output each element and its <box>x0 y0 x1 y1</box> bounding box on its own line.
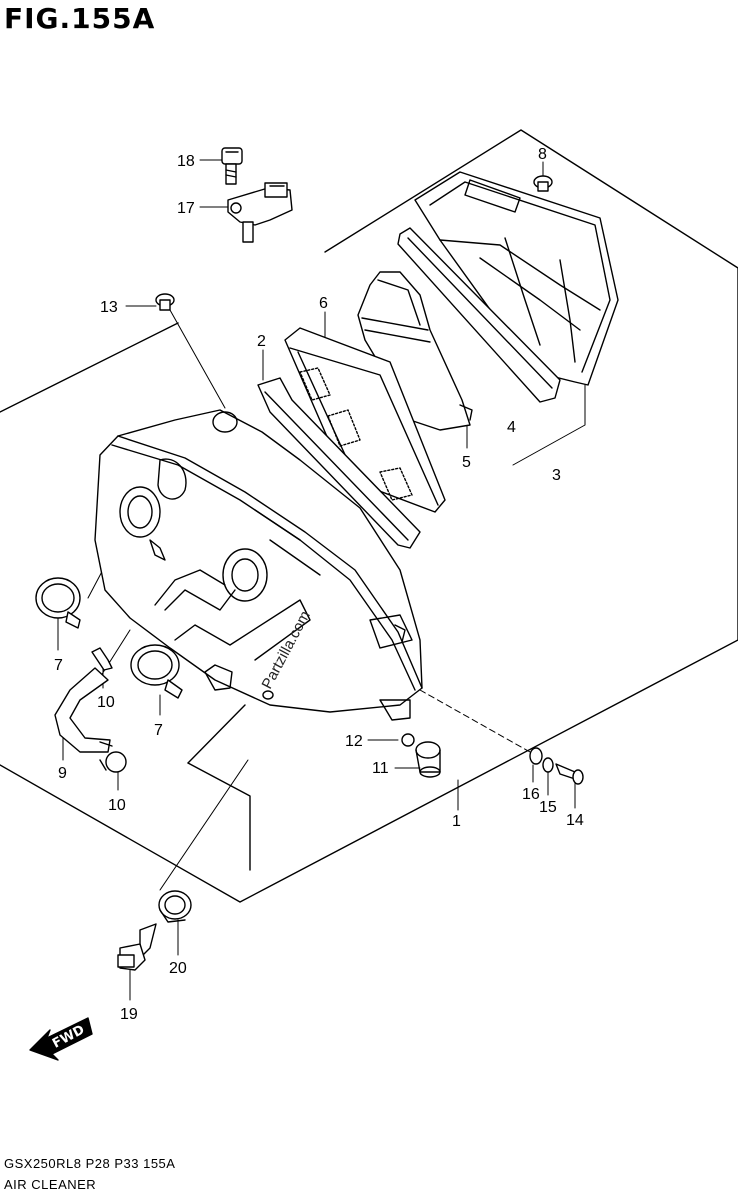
callout-10-lower: 10 <box>108 797 126 814</box>
leader-line <box>512 384 586 466</box>
air-cleaner-cap-3 <box>414 171 619 386</box>
callout-13: 13 <box>100 299 118 316</box>
bolt-14 <box>555 763 584 785</box>
callout-5: 5 <box>462 454 471 471</box>
bolt-18-icon <box>221 147 243 185</box>
filter-seal-2 <box>257 377 421 549</box>
drain-hose-9 <box>54 667 113 753</box>
assembly-boundary-line <box>187 704 246 764</box>
drain-plug-11 <box>415 741 441 778</box>
grommet-20 <box>158 890 192 923</box>
callout-6: 6 <box>319 295 328 312</box>
callout-8: 8 <box>538 146 547 163</box>
clamp-7-lower <box>130 644 183 699</box>
washer-15 <box>542 757 554 773</box>
callout-17: 17 <box>177 200 195 217</box>
screw-8-icon <box>533 175 553 192</box>
callout-9: 9 <box>58 765 67 782</box>
callout-2: 2 <box>257 333 266 350</box>
callout-3: 3 <box>552 467 561 484</box>
clip-12 <box>401 733 415 747</box>
figure-title: FIG.155A <box>4 2 156 35</box>
callout-18: 18 <box>177 153 195 170</box>
clip-10-lower <box>99 751 127 773</box>
assembly-boundary-line <box>0 129 738 903</box>
assembly-boundary-line <box>187 762 251 871</box>
leader-line <box>419 689 531 753</box>
leader-line <box>159 759 249 891</box>
inlet-duct-5 <box>357 271 473 431</box>
callout-19: 19 <box>120 1006 138 1023</box>
footer-section-name: AIR CLEANER <box>4 1177 97 1192</box>
callout-10-upper: 10 <box>97 694 115 711</box>
clamp-7-upper <box>35 577 81 629</box>
leader-line <box>169 309 226 409</box>
callout-12: 12 <box>345 733 363 750</box>
footer-model-code: GSX250RL8 P28 P33 155A <box>4 1156 176 1171</box>
callout-15: 15 <box>539 799 557 816</box>
callout-16: 16 <box>522 786 540 803</box>
screw-13-icon <box>155 293 175 311</box>
cap-gasket-4 <box>397 227 561 403</box>
air-cleaner-case-1 <box>94 409 423 721</box>
assembly-boundary-line <box>0 322 179 413</box>
sensor-17-icon <box>227 182 293 243</box>
callout-14: 14 <box>566 812 584 829</box>
callout-11: 11 <box>372 760 389 777</box>
callout-20: 20 <box>169 960 187 977</box>
callout-7-lower: 7 <box>154 722 163 739</box>
callout-7-upper: 7 <box>54 657 63 674</box>
intake-sensor-19 <box>117 923 157 971</box>
clip-10-upper <box>91 647 113 671</box>
washer-16 <box>529 747 543 765</box>
callout-4: 4 <box>507 419 516 436</box>
callout-1: 1 <box>452 813 461 830</box>
fwd-arrow-icon <box>29 1017 93 1061</box>
